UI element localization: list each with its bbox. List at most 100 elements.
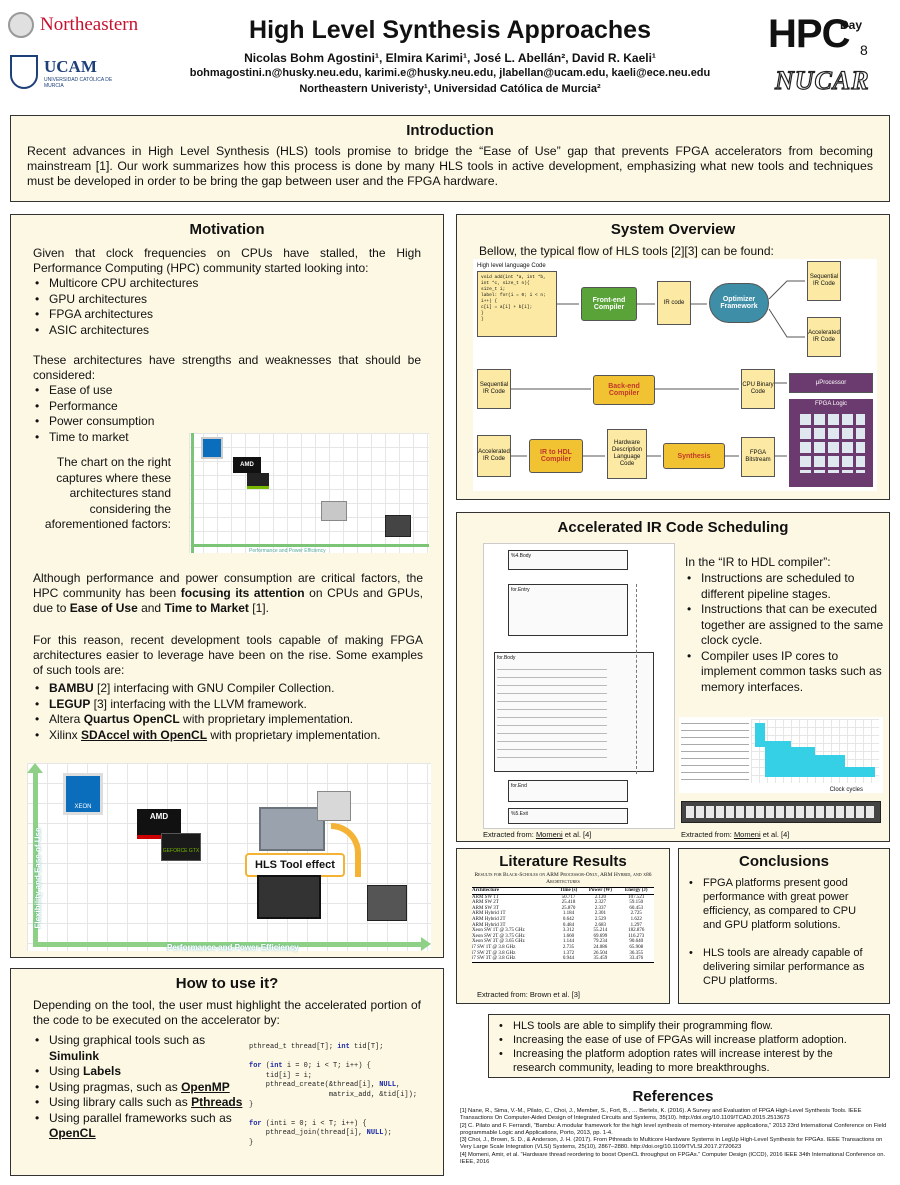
architecture-list: Multicore CPU architectures GPU architec… bbox=[33, 276, 421, 338]
table-cell: 2.529 bbox=[594, 916, 606, 922]
table-cell: 90.640 bbox=[629, 939, 644, 945]
factor-list: Ease of use Performance Power consumptio… bbox=[33, 383, 421, 445]
code-line: tid[i] = i; bbox=[249, 1071, 313, 1080]
tool-name: BAMBU bbox=[49, 681, 94, 695]
code-line bbox=[249, 1053, 439, 1063]
table-header-row: Architecture Time (s) Power (W) Energy (… bbox=[472, 887, 654, 895]
ucam-shield-icon bbox=[10, 55, 38, 89]
small-architecture-chart: AMD Performance and Power Efficiency bbox=[189, 433, 429, 554]
reference-item: [1] Nane, R., Sima, V.-M., Pilato, C., C… bbox=[460, 1108, 862, 1122]
table-cell: Xeon SW 2T @ 3.75 GHz bbox=[472, 933, 525, 939]
table-cell: 2.725 bbox=[630, 911, 642, 917]
code-line: matrix_add, &tid[i]); bbox=[249, 1090, 418, 1099]
table-cell: 0.484 bbox=[562, 922, 575, 928]
caption-author: Momeni bbox=[733, 830, 761, 839]
nucar-wordmark: NUCAR bbox=[774, 65, 870, 95]
table-cell: 36.355 bbox=[629, 950, 644, 956]
code-line: c[i] = a[i] + b[i]; bbox=[481, 305, 533, 310]
system-overview-text: Bellow, the typical flow of HLS tools [2… bbox=[479, 244, 774, 258]
sequential-ir-box-2: Sequential IR Code bbox=[477, 369, 511, 409]
poster-title: High Level Synthesis Approaches bbox=[249, 16, 651, 44]
table-cell: ARM Hybrid 1T bbox=[472, 911, 506, 917]
list-item: Increasing the platform adoption rates w… bbox=[497, 1047, 875, 1075]
method-text: Using pragmas, such as bbox=[49, 1079, 182, 1094]
system-overview-panel: System Overview Bellow, the typical flow… bbox=[456, 214, 890, 500]
method-name: Pthreads bbox=[191, 1095, 243, 1109]
big-chart-ylabel: Flexibility and Ease of Use bbox=[33, 827, 43, 929]
motivation-panel: Motivation Given that clock frequencies … bbox=[10, 214, 444, 958]
code-line: pthread_join(thread[i], NULL); bbox=[249, 1129, 392, 1138]
fpga-chip-icon bbox=[317, 791, 351, 821]
code-line: } bbox=[481, 317, 484, 322]
accelerated-ir-box-2: Accelerated IR Code bbox=[477, 435, 511, 477]
cfg-block-label: for.Body bbox=[497, 655, 516, 661]
tool-desc: [2] interfacing with GNU Compiler Collec… bbox=[93, 681, 335, 695]
asic-board-icon bbox=[257, 875, 321, 919]
table-cell: 25.870 bbox=[561, 905, 576, 911]
table-cell: 2.683 bbox=[594, 922, 606, 928]
fpga-logic-box: FPGA Logic bbox=[789, 399, 873, 487]
list-item: Instructions are scheduled to different … bbox=[685, 571, 885, 602]
method-text: Using library calls such as bbox=[49, 1095, 192, 1109]
code-line: size_t i; bbox=[481, 287, 506, 292]
table-cell: ARM Hybrid 2T bbox=[472, 916, 506, 922]
table-cell: Xeon SW 1T @ 3.75 GHz bbox=[472, 928, 525, 934]
tool-vendor: Altera bbox=[49, 712, 84, 726]
table-cell: 2.327 bbox=[594, 900, 606, 906]
list-item: Using graphical tools such as Simulink bbox=[33, 1033, 243, 1064]
table-header: Time (s) bbox=[559, 888, 578, 893]
table-header: Architecture bbox=[472, 888, 500, 893]
code-line: pthread_create(&thread[i], NULL, bbox=[249, 1081, 401, 1090]
tool-desc: [3] interfacing with the LLVM framework. bbox=[90, 696, 307, 711]
ucam-subtitle: UNIVERSIDAD CATÓLICA DE MURCIA bbox=[44, 77, 113, 89]
asic-chip-icon bbox=[385, 515, 411, 537]
authors: Nicolas Bohm Agostini¹, Elmira Karimi¹, … bbox=[244, 51, 656, 65]
table-cell: i7 SW 3T @ 3.8 GHz bbox=[472, 956, 516, 962]
cfg-block-label: for.End bbox=[511, 783, 527, 789]
cfg-caption: Extracted from: Momeni et al. [4] bbox=[483, 830, 591, 839]
table-cell: 1.660 bbox=[562, 933, 575, 939]
caption-text: et al. [4] bbox=[760, 830, 790, 839]
table-cell: 2.735 bbox=[562, 944, 575, 950]
list-item: Compiler uses IP cores to implement comm… bbox=[685, 649, 885, 696]
cfg-block: %5.Exit bbox=[508, 808, 628, 824]
optimizer-box: Optimizer Framework bbox=[709, 283, 769, 323]
table-cell: 116.273 bbox=[628, 933, 645, 939]
tool-desc: with proprietary implementation. bbox=[179, 712, 354, 726]
schedule-bar bbox=[765, 741, 791, 747]
accelerated-ir-box: Accelerated IR Code bbox=[807, 317, 841, 357]
table-cell: i7 SW 1T @ 3.8 GHz bbox=[472, 944, 516, 950]
introduction-panel: Introduction Recent advances in High Lev… bbox=[10, 115, 890, 202]
conclusions-bottom-list: HLS tools are able to simplify their pro… bbox=[497, 1019, 875, 1075]
schedule-bar bbox=[755, 723, 765, 747]
cfg-block: for.Entry bbox=[508, 584, 628, 636]
table-cell: 79.234 bbox=[593, 939, 608, 945]
reference-item: [2] C. Pilato and F. Ferrandi, “Bambu: A… bbox=[460, 1122, 887, 1136]
nvidia-geforce-icon: GEFORCE GTX bbox=[161, 833, 201, 861]
logo-northeastern: Northeastern bbox=[8, 10, 158, 44]
conclusions-bottom-panel: HLS tools are able to simplify their pro… bbox=[488, 1014, 890, 1078]
list-item: HLS tools are able to simplify their pro… bbox=[497, 1019, 875, 1033]
list-item: Xilinx SDAccel with OpenCL with propriet… bbox=[33, 728, 433, 744]
code-line: } bbox=[481, 311, 484, 316]
focus-text-bold: Time to Market bbox=[164, 601, 249, 615]
cfg-block: for.Body bbox=[494, 652, 654, 772]
intel-chip-icon bbox=[201, 437, 223, 459]
table-cell: 1.622 bbox=[630, 916, 642, 922]
code-line: } bbox=[249, 1138, 254, 1147]
method-name: Simulink bbox=[49, 1048, 100, 1063]
table-cell: i7 SW 2T @ 3.8 GHz bbox=[472, 950, 516, 956]
caption-text: Extracted from: bbox=[681, 830, 734, 839]
table-cell: 2.120 bbox=[594, 894, 606, 900]
cfg-block: for.End bbox=[508, 780, 628, 802]
conclusions-title: Conclusions bbox=[738, 853, 829, 870]
scheduling-lead: In the “IR to HDL compiler”: bbox=[685, 555, 831, 569]
schedule-bar bbox=[765, 747, 815, 755]
fpga-cell-grid bbox=[797, 411, 865, 473]
how-to-text: Depending on the tool, the user must hig… bbox=[33, 998, 421, 1027]
table-cell: 107.521 bbox=[628, 894, 645, 900]
table-cell: 26.504 bbox=[593, 950, 608, 956]
chart-x-axis bbox=[33, 942, 423, 947]
